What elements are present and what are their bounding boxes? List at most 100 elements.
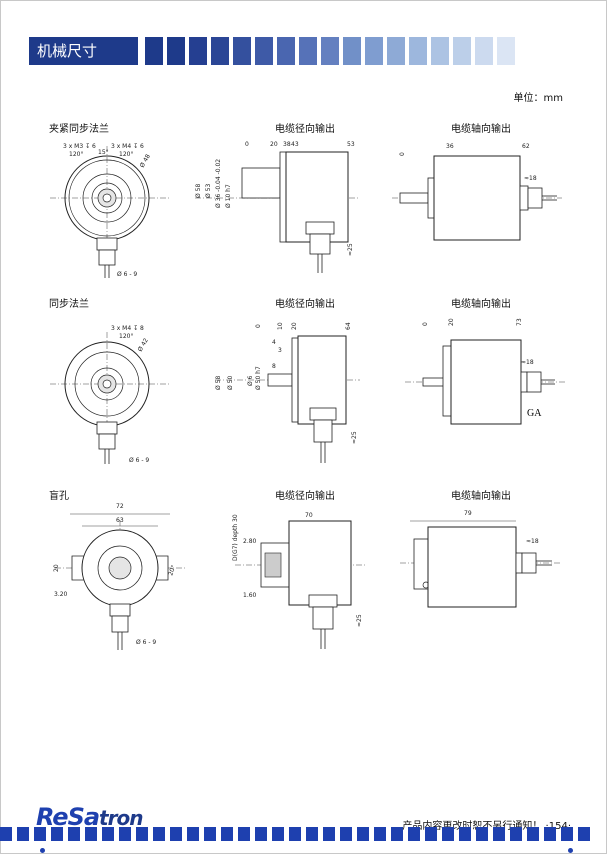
header-block	[255, 37, 273, 65]
page-number: ·154·	[545, 821, 571, 832]
footer-block	[136, 827, 148, 841]
footer-block	[527, 827, 539, 841]
footer-block	[68, 827, 80, 841]
r1r-d25: ≈25	[347, 243, 354, 256]
row1-dia1: Ø 48	[139, 153, 152, 169]
footer-block	[51, 827, 63, 841]
footer-block	[170, 827, 182, 841]
row1-angle2: 15°	[98, 149, 109, 156]
row1-axial-label: 电缆轴向输出	[451, 124, 511, 135]
r2a-d18: ≈18	[521, 359, 534, 366]
r2r-d20: 20	[291, 322, 298, 330]
row3-axial-drawing: 79 ≈18	[400, 505, 560, 615]
footer-block	[442, 827, 454, 841]
footer-block	[272, 827, 284, 841]
row1-front-drawing: 3 x M3 ↧ 6 120° 15° 3 x M4 ↧ 6 120° Ø 48…	[45, 138, 175, 283]
footer-notice: 产品内容更改时恕不另行通知！	[402, 821, 543, 832]
footer-block	[187, 827, 199, 841]
header-block	[233, 37, 251, 65]
r2r-d10: 10	[277, 322, 284, 330]
header-block	[497, 37, 515, 65]
row1-axial-drawing: 0 36 62 ≈18	[392, 138, 562, 248]
footer-block	[408, 827, 420, 841]
header-color-blocks	[145, 37, 515, 65]
footer-block	[306, 827, 318, 841]
header-block	[365, 37, 383, 65]
row3-radial-drawing: 70 D(G7) depth 30 2.80 1.60 18 ≈25	[225, 505, 365, 655]
row3-front-label: 盲孔	[49, 491, 69, 502]
row3-cable-dia: Ø 6 - 9	[136, 639, 156, 646]
footer-block	[0, 827, 12, 841]
footer-block	[391, 827, 403, 841]
r2a-ga-label: GA	[527, 408, 542, 419]
header-block	[321, 37, 339, 65]
row3-radial-label: 电缆径向输出	[275, 491, 335, 502]
row2-front-label: 同步法兰	[49, 299, 89, 310]
row3-front-drawing: 72 63 20 3.20 20° Ø 6 - 9	[50, 500, 190, 655]
footer-block	[459, 827, 471, 841]
header-block	[211, 37, 229, 65]
r1a-d18: ≈18	[524, 175, 537, 182]
row3-angle: 20°	[167, 564, 177, 576]
row1-angle3: 120°	[119, 151, 133, 158]
r1r-d38: 38	[283, 141, 291, 148]
footer-color-bar	[0, 827, 590, 841]
r2r-d25: ≈25	[351, 431, 358, 444]
row2-radial-drawing: 0 10 20 64 4 3 8 18 ≈25 Ø 58 Ø 50 Ø 6 Ø …	[210, 318, 360, 468]
unit-label: 单位：mm	[513, 93, 563, 104]
row3-axial-label: 电缆轴向输出	[451, 491, 511, 502]
footer-block	[289, 827, 301, 841]
r1r-dia53: Ø 53	[205, 184, 212, 198]
footer-block	[374, 827, 386, 841]
r2r-dia58: Ø 58	[215, 376, 222, 390]
row2-radial-label: 电缆径向输出	[275, 299, 335, 310]
r1r-dia58: Ø 58	[195, 184, 202, 198]
row1-radial-label: 电缆径向输出	[275, 124, 335, 135]
row3-d320: 3.20	[54, 591, 68, 598]
footer-note: 产品内容更改时恕不另行通知！ ·154·	[402, 817, 571, 832]
footer-block	[17, 827, 29, 841]
footer-block	[578, 827, 590, 841]
r2a-d20: 20	[448, 318, 455, 326]
r2r-d3: 3	[278, 347, 282, 354]
row2-angle: 120°	[119, 333, 133, 340]
r3r-d25: ≈25	[356, 614, 363, 627]
footer-block	[544, 827, 556, 841]
footer-block	[153, 827, 165, 841]
row1-thread2: 3 x M4 ↧ 6	[111, 143, 144, 150]
r3r-hole: D(G7) depth 30	[232, 514, 239, 561]
row2-cable-dia: Ø 6 - 9	[129, 457, 149, 464]
r1a-d62: 62	[522, 143, 530, 150]
footer-block	[34, 827, 46, 841]
row2-thread: 3 x M4 ↧ 8	[111, 325, 144, 332]
row1-radial-drawing: 0 20 38 43 53 3 17 18 ≈25 Ø 58 Ø 53 Ø 36…	[190, 138, 360, 283]
logo-tail-text: tron	[99, 806, 143, 830]
r2a-d73: 73	[516, 318, 523, 326]
header-block	[453, 37, 471, 65]
r2r-d4: 4	[272, 339, 276, 346]
row2-dia: Ø 42	[137, 337, 150, 353]
row1-angle1: 120°	[69, 151, 83, 158]
footer-block	[561, 827, 573, 841]
header-block	[409, 37, 427, 65]
footer-block	[221, 827, 233, 841]
row1-cable-dia: Ø 6 - 9	[117, 271, 137, 278]
r3r-d70: 70	[305, 512, 313, 519]
footer-block	[340, 827, 352, 841]
header-block	[189, 37, 207, 65]
row1-front-label: 夹紧同步法兰	[49, 124, 109, 135]
r3r-d280: 2.80	[243, 538, 257, 545]
footer-block	[102, 827, 114, 841]
r2r-dia6: Ø 6	[247, 375, 254, 386]
resatron-logo: ReSatron	[36, 803, 143, 831]
footer-dot-left	[40, 848, 45, 853]
footer-block	[510, 827, 522, 841]
r1r-d20: 20	[270, 141, 278, 148]
r2r-d64: 64	[345, 322, 352, 330]
r2r-d8: 8	[272, 363, 276, 370]
header-block	[431, 37, 449, 65]
footer-block	[85, 827, 97, 841]
r1r-d53: 53	[347, 141, 355, 148]
r1r-dia36: Ø 36 -0.04 -0.02	[215, 159, 222, 208]
r1r-d43: 43	[291, 141, 299, 148]
